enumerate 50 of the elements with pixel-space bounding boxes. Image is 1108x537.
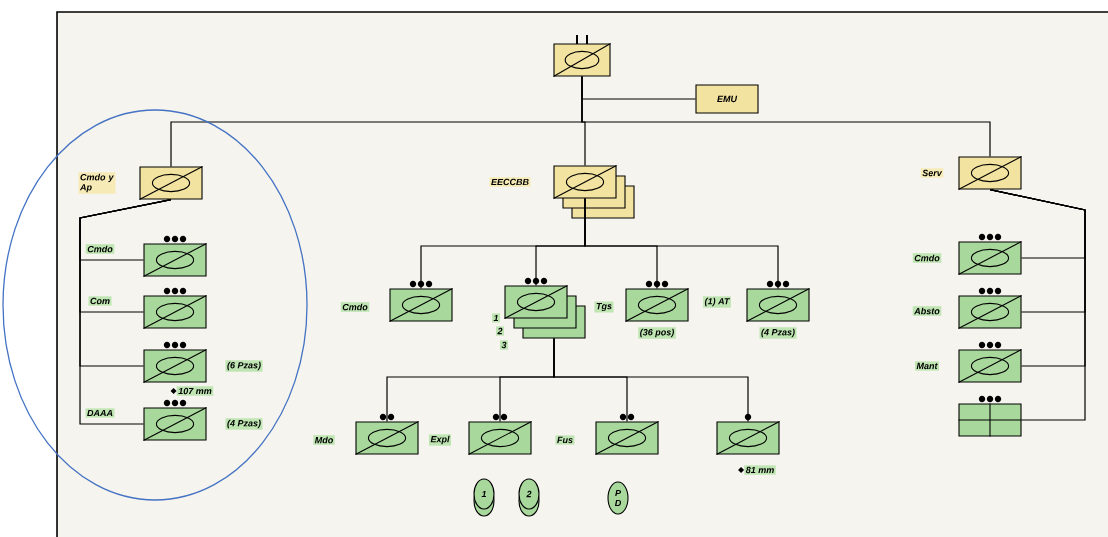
unit-label: (4 Pzas) [225, 418, 263, 430]
unit-symbol-box [624, 280, 690, 323]
unit-symbol-box [745, 280, 811, 323]
unit-symbol-box [552, 34, 612, 78]
unit-symbol-box [467, 413, 533, 456]
unit-symbol-box [142, 287, 208, 330]
connector-line [989, 188, 1086, 421]
unit-symbol-box [957, 155, 1023, 191]
unit-label: 3 [500, 340, 508, 350]
unit-symbol-box [957, 341, 1023, 384]
unit-label: Com [88, 296, 112, 306]
unit-symbol-box [354, 413, 420, 456]
unit-label: EECCBB [489, 177, 531, 187]
unit-symbol-box [957, 233, 1023, 276]
unit-label: Cmdo [85, 244, 115, 254]
unit-label: Cmdo [340, 302, 370, 312]
unit-label: Fus [555, 435, 575, 445]
unit-symbol-box [594, 413, 660, 456]
unit-label: DAAA [85, 408, 115, 418]
unit-label: (1) AT [703, 296, 731, 308]
unit-box: EMU [695, 84, 759, 114]
connector-line [553, 337, 749, 423]
unit-label: Cmdo [912, 253, 942, 263]
unit-label: (4 Pzas) [759, 327, 797, 339]
unit-symbol-box [138, 165, 204, 201]
unit-label: (6 Pzas) [225, 360, 263, 372]
connector-line [584, 197, 779, 290]
unit-symbol-box [957, 287, 1023, 330]
unit-symbol-box [142, 235, 208, 278]
unit-label: 107 mm [176, 386, 214, 396]
unit-symbol-box [552, 164, 635, 219]
unit-label: Expl [429, 434, 451, 446]
unit-label: Serv [920, 168, 944, 178]
unit-label: Mdo [313, 435, 335, 445]
unit-symbol-box [142, 399, 208, 442]
unit-symbol-box [715, 413, 781, 456]
connector-line [581, 75, 991, 158]
unit-label: Mant [915, 361, 939, 371]
unit-label: Cmdo y Ap [78, 172, 116, 194]
unit-label: Absto [912, 306, 942, 316]
unit-label: (36 pos) [638, 327, 676, 339]
unit-symbol-box [957, 395, 1023, 438]
unit-symbol-box [503, 277, 586, 339]
unit-label: 1 [492, 313, 500, 323]
unit-symbol-box [388, 280, 454, 323]
unit-label: Tgs [594, 301, 614, 313]
unit-symbol-box [142, 341, 208, 384]
connector-line [79, 198, 172, 425]
unit-label: 81 mm [744, 465, 776, 475]
unit-label: 2 [496, 326, 504, 336]
